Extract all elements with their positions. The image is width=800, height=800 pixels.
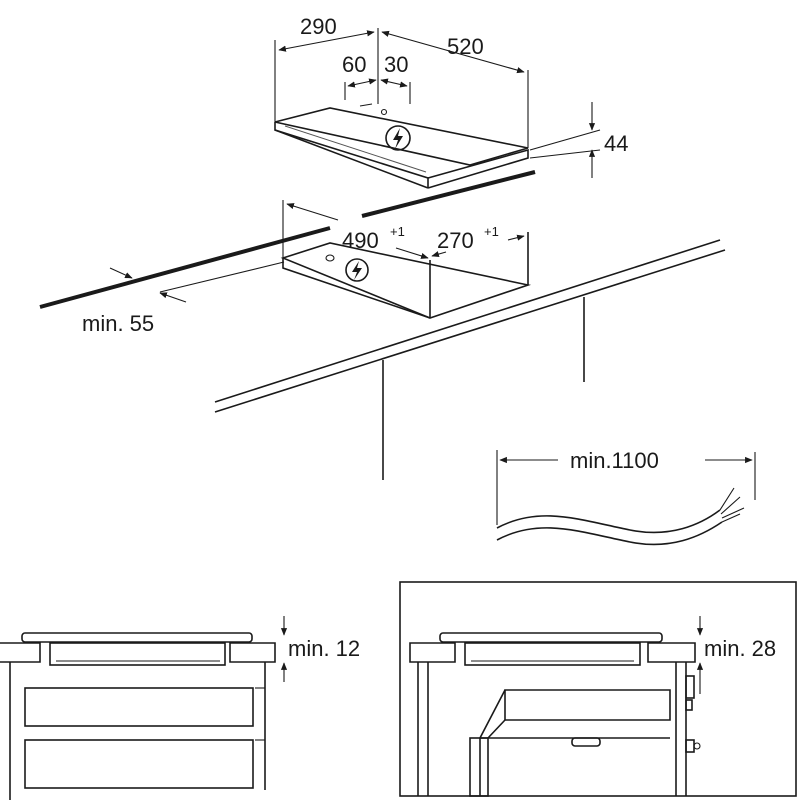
worktop: [39, 170, 726, 480]
cable-length-label: min.1100: [570, 448, 659, 473]
offset-left-label: 60: [342, 52, 366, 77]
hob-depth-label: 520: [447, 34, 484, 59]
clearance-right-label: min. 28: [704, 636, 776, 661]
power-cable: [496, 450, 756, 546]
cutout-depth-label: 490: [342, 228, 379, 253]
hob-width-label: 290: [300, 14, 337, 39]
cutout-depth-tolerance: +1: [390, 224, 405, 239]
lightning-bolt-circle-icon: [385, 125, 411, 151]
min-edge-label: min. 55: [82, 311, 154, 336]
hob-top: [274, 28, 601, 189]
section-oven: [399, 581, 797, 797]
cutout-width-label: 270: [437, 228, 474, 253]
section-drawers: [0, 616, 288, 800]
lightning-bolt-circle-icon-cutout: [345, 258, 369, 282]
clearance-left-label: min. 12: [288, 636, 360, 661]
hob-height-label: 44: [604, 131, 628, 156]
cutout-width-tolerance: +1: [484, 224, 499, 239]
offset-right-label: 30: [384, 52, 408, 77]
